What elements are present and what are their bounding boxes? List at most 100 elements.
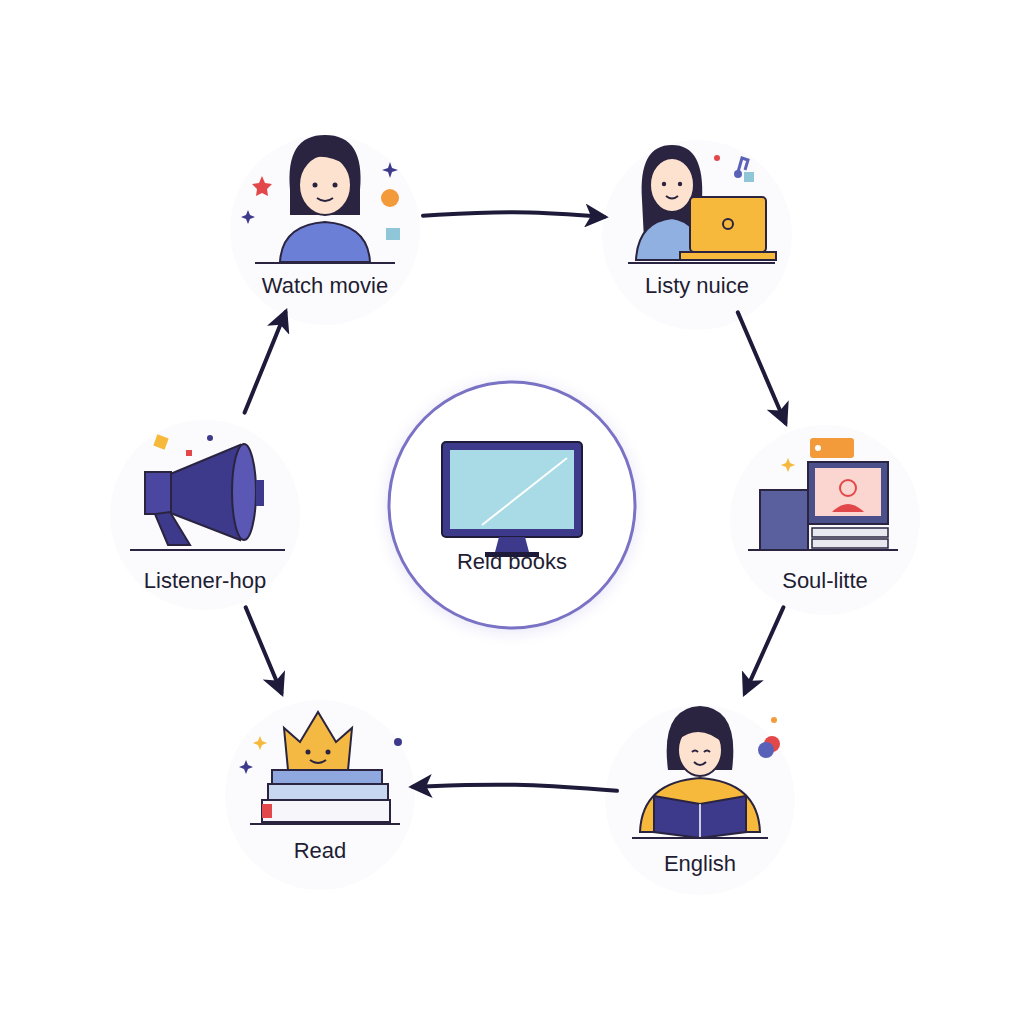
disc [730, 425, 920, 615]
eye [313, 183, 318, 188]
item-label: Reid books [453, 549, 571, 575]
computer-icon [748, 438, 898, 550]
megaphone-rim [256, 480, 264, 506]
sparkle [239, 760, 253, 774]
mouth [317, 198, 333, 201]
item-label: English [660, 851, 740, 877]
disc [110, 420, 300, 610]
confetti [153, 434, 168, 449]
cycle-arrow [745, 607, 783, 692]
fringe [678, 722, 724, 744]
cycle-arrow [423, 212, 604, 217]
activity-item: Soul-litte [740, 430, 910, 600]
monitor-screen [450, 450, 574, 529]
eye [333, 183, 338, 188]
dot [394, 738, 402, 746]
megaphone-back [145, 472, 171, 514]
fringe [298, 149, 352, 168]
keyboard [812, 539, 888, 548]
disc [225, 700, 415, 890]
eyes [692, 751, 710, 753]
laptop-base [680, 252, 776, 260]
circle-border [389, 382, 635, 628]
disc [602, 140, 792, 330]
ground-line [632, 837, 768, 839]
dot [714, 155, 720, 161]
tower [760, 490, 808, 550]
open-book [654, 796, 746, 838]
dot [207, 435, 213, 441]
item-label: Listener-hop [140, 568, 270, 594]
ground-line [748, 549, 898, 551]
book-spine [262, 804, 272, 818]
eye [326, 750, 331, 755]
sparkle [241, 210, 255, 224]
avatar-head [840, 480, 856, 496]
background-discs [110, 135, 920, 895]
center-circle: Reid books [387, 380, 637, 630]
books-icon [239, 712, 402, 824]
mouth [694, 762, 706, 765]
megaphone-mouth [232, 444, 256, 540]
reading-girl-icon [632, 706, 780, 838]
center-glow [370, 365, 654, 649]
cycle-arrow [245, 312, 286, 412]
sparkle [253, 736, 267, 750]
dot [758, 742, 774, 758]
ground-line [628, 262, 775, 264]
activity-item: Watch movie [235, 125, 415, 305]
sparkle [382, 162, 398, 178]
activity-item: Read [235, 700, 405, 870]
laptop-screen [690, 197, 766, 252]
ground-line [130, 549, 285, 551]
book [272, 770, 382, 784]
confetti [186, 450, 192, 456]
hair [289, 135, 360, 215]
square [386, 228, 400, 240]
disc [605, 705, 795, 895]
book-fold [699, 804, 701, 838]
circle-outline [387, 380, 637, 630]
ground-line [255, 262, 395, 264]
eye [678, 182, 682, 186]
megaphone-handle [155, 512, 190, 545]
music-note [738, 158, 748, 172]
woman-icon [241, 135, 400, 263]
activity-item: Listy nuice [612, 130, 782, 305]
item-label: Soul-litte [778, 568, 872, 594]
megaphone-icon [130, 434, 285, 550]
item-label: Listy nuice [641, 273, 753, 299]
screen [815, 468, 881, 516]
cycle-arrow [246, 607, 282, 692]
speech-bubble [810, 438, 854, 458]
face [299, 155, 351, 215]
screen-glare [482, 458, 567, 525]
square [744, 172, 754, 182]
sparkle [781, 458, 795, 472]
activity-item: English [625, 700, 775, 885]
laptop-woman-icon [628, 145, 776, 263]
music-note [734, 170, 742, 178]
star [252, 176, 272, 196]
disc [230, 135, 420, 325]
activity-item: Listener-hop [120, 420, 290, 600]
cycle-arrow [413, 785, 617, 791]
mouth [666, 196, 678, 199]
dot [771, 717, 777, 723]
body [280, 222, 370, 262]
book [268, 784, 388, 800]
crown-face [284, 712, 352, 770]
keyboard [812, 528, 888, 537]
ground-line [250, 823, 400, 825]
monitor-frame [442, 442, 582, 537]
item-label: Watch movie [258, 273, 392, 299]
avatar-body [832, 504, 864, 512]
mouth [310, 760, 326, 763]
cycle-arrow [738, 312, 785, 422]
eye [306, 750, 311, 755]
monitor [808, 462, 888, 524]
logo [723, 219, 733, 229]
face [650, 158, 694, 212]
gear [381, 189, 399, 207]
